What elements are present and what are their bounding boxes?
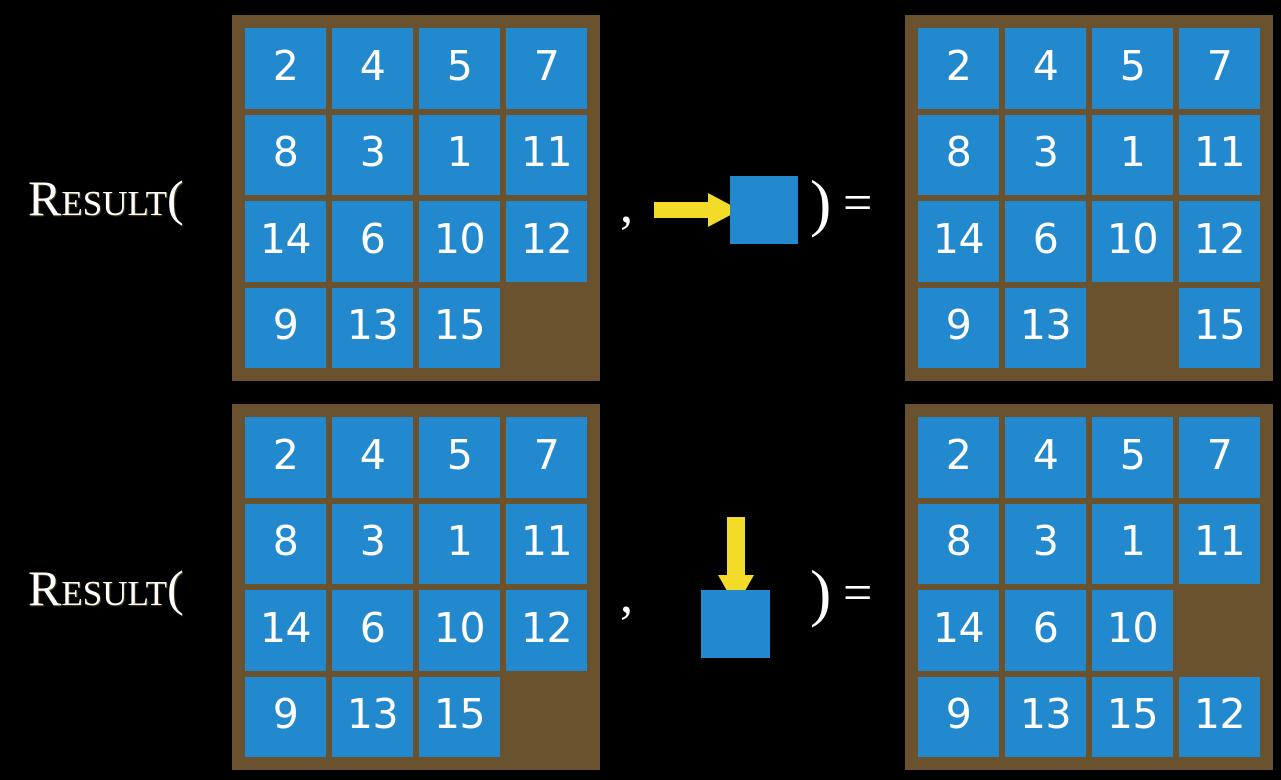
- puzzle-tile[interactable]: 10: [1092, 590, 1173, 671]
- puzzle-tile[interactable]: 7: [506, 417, 587, 498]
- puzzle-tile[interactable]: 15: [419, 676, 500, 757]
- puzzle-tile[interactable]: 13: [1005, 287, 1086, 368]
- equals-sign-row1: =: [843, 175, 873, 232]
- equals-sign-row2: =: [843, 565, 873, 622]
- result-label-row2: Result(: [28, 560, 184, 616]
- puzzle-tile[interactable]: 7: [506, 28, 587, 109]
- puzzle-tile[interactable]: 12: [1179, 676, 1260, 757]
- puzzle-tile[interactable]: 14: [918, 590, 999, 671]
- puzzle-tile[interactable]: 11: [1179, 114, 1260, 195]
- puzzle-tile[interactable]: 13: [332, 287, 413, 368]
- puzzle-tile[interactable]: 4: [1005, 417, 1086, 498]
- puzzle-tile-blank: [1179, 590, 1260, 671]
- puzzle-tile[interactable]: 1: [1092, 114, 1173, 195]
- puzzle-tile[interactable]: 12: [506, 201, 587, 282]
- puzzle-tile[interactable]: 8: [245, 503, 326, 584]
- puzzle-tile[interactable]: 6: [332, 590, 413, 671]
- puzzle-tile[interactable]: 3: [332, 114, 413, 195]
- puzzle-tile[interactable]: 9: [918, 287, 999, 368]
- puzzle-tile[interactable]: 14: [245, 590, 326, 671]
- puzzle-tile[interactable]: 7: [1179, 28, 1260, 109]
- puzzle-tile[interactable]: 3: [1005, 503, 1086, 584]
- puzzle-tile[interactable]: 4: [332, 417, 413, 498]
- comma-separator-row1: ,: [620, 177, 633, 234]
- puzzle-tile[interactable]: 9: [918, 676, 999, 757]
- puzzle-tile[interactable]: 14: [245, 201, 326, 282]
- puzzle-tile[interactable]: 5: [419, 417, 500, 498]
- arrow-down-icon: [718, 517, 754, 607]
- puzzle-tile[interactable]: 2: [918, 417, 999, 498]
- puzzle-tile[interactable]: 13: [1005, 676, 1086, 757]
- puzzle-tile[interactable]: 1: [419, 114, 500, 195]
- puzzle-tile[interactable]: 10: [419, 590, 500, 671]
- puzzle-tile[interactable]: 5: [1092, 28, 1173, 109]
- moving-tile-row1: [730, 176, 798, 244]
- moving-tile-row2: [701, 590, 770, 658]
- puzzle-tile-blank: [506, 288, 587, 369]
- close-paren-row1: ): [810, 167, 832, 238]
- puzzle-tile[interactable]: 13: [332, 676, 413, 757]
- puzzle-tile-blank: [1092, 288, 1173, 369]
- puzzle-tile[interactable]: 5: [1092, 417, 1173, 498]
- puzzle-tile[interactable]: 1: [419, 503, 500, 584]
- puzzle-tile[interactable]: 4: [1005, 28, 1086, 109]
- puzzle-tile[interactable]: 3: [1005, 114, 1086, 195]
- puzzle-tile[interactable]: 11: [1179, 503, 1260, 584]
- puzzle-tile[interactable]: 1: [1092, 503, 1173, 584]
- puzzle-tile[interactable]: 2: [245, 417, 326, 498]
- puzzle-tile[interactable]: 8: [245, 114, 326, 195]
- puzzle-tile[interactable]: 9: [245, 287, 326, 368]
- puzzle-tile[interactable]: 2: [245, 28, 326, 109]
- close-paren-row2: ): [810, 557, 832, 628]
- puzzle-tile[interactable]: 12: [1179, 201, 1260, 282]
- puzzle-tile[interactable]: 8: [918, 114, 999, 195]
- puzzle-tile[interactable]: 12: [506, 590, 587, 671]
- puzzle-tile[interactable]: 11: [506, 503, 587, 584]
- puzzle-tile[interactable]: 7: [1179, 417, 1260, 498]
- puzzle-tile[interactable]: 6: [1005, 590, 1086, 671]
- puzzle-tile[interactable]: 11: [506, 114, 587, 195]
- comma-separator-row2: ,: [620, 567, 633, 624]
- puzzle-tile[interactable]: 15: [419, 287, 500, 368]
- puzzle-tile[interactable]: 4: [332, 28, 413, 109]
- puzzle-tile[interactable]: 15: [1179, 287, 1260, 368]
- puzzle-tile[interactable]: 6: [332, 201, 413, 282]
- puzzle-tile[interactable]: 10: [1092, 201, 1173, 282]
- puzzle-tile[interactable]: 2: [918, 28, 999, 109]
- puzzle-tile[interactable]: 8: [918, 503, 999, 584]
- puzzle-tile[interactable]: 6: [1005, 201, 1086, 282]
- puzzle-tile-blank: [506, 677, 587, 758]
- puzzle-tile[interactable]: 15: [1092, 676, 1173, 757]
- puzzle-tile[interactable]: 9: [245, 676, 326, 757]
- puzzle-tile[interactable]: 14: [918, 201, 999, 282]
- puzzle-tile[interactable]: 5: [419, 28, 500, 109]
- puzzle-tile[interactable]: 3: [332, 503, 413, 584]
- arrow-right-icon: [654, 193, 740, 227]
- puzzle-tile[interactable]: 10: [419, 201, 500, 282]
- result-label-row1: Result(: [28, 170, 184, 226]
